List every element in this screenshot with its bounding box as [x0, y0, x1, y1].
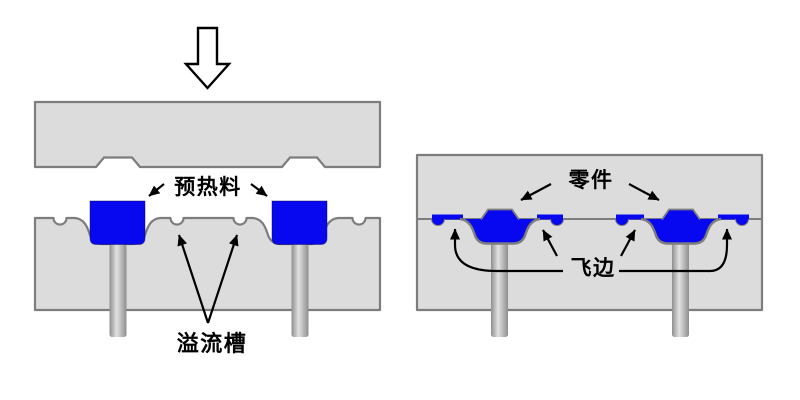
flash-strip: [616, 214, 644, 220]
overflow-groove-arrow-left: [177, 234, 210, 324]
molded-part-right-bump-edge: [661, 208, 701, 221]
ejector-pin-right-2: [672, 243, 689, 337]
flash-label-arrow-inner-left: [542, 229, 558, 257]
flash-strip: [432, 214, 463, 220]
preheated-charge-right: [271, 200, 328, 245]
flash-label-arrow-inner-right: [620, 229, 636, 257]
overflow-groove-label: 溢流槽: [176, 332, 248, 357]
flash-drop: [550, 218, 564, 226]
preheat-label-arrow-right: [250, 183, 268, 197]
overflow-groove-arrow-right: [206, 234, 239, 324]
press-direction-arrow-icon: [183, 26, 232, 90]
molded-part-left: [460, 219, 540, 244]
molded-part-left-bump: [481, 209, 519, 221]
molded-part-right-bump: [662, 209, 700, 221]
molded-part-left-cavity-wall: [459, 217, 541, 245]
flash-label-arrow-outer-right: [619, 228, 732, 273]
part-label: 零件: [568, 168, 614, 192]
flash-strip: [537, 214, 563, 220]
flash-label: 飞边: [570, 256, 616, 280]
preheated-material-label: 预热料: [174, 175, 242, 199]
flash-drop: [735, 218, 749, 226]
flash-strip: [718, 214, 749, 220]
flash-drop: [431, 218, 445, 226]
upper-mold-plate: [33, 100, 382, 169]
molded-part-left-bump-edge: [480, 208, 520, 221]
flash-drop: [615, 218, 629, 226]
part-label-arrow-left: [520, 183, 552, 201]
flash-label-arrow-outer-left: [450, 228, 563, 273]
preheated-charge-left: [89, 200, 146, 245]
ejector-pin-right: [291, 244, 309, 337]
ejector-pin-left-2: [491, 243, 508, 337]
ejector-pin-left: [109, 244, 127, 337]
lower-mold-block: [33, 216, 382, 312]
molded-part-right-cavity-wall: [640, 217, 722, 245]
preheat-label-arrow-left: [148, 183, 165, 197]
part-label-arrow-right: [628, 183, 660, 201]
molded-part-right: [641, 219, 721, 244]
